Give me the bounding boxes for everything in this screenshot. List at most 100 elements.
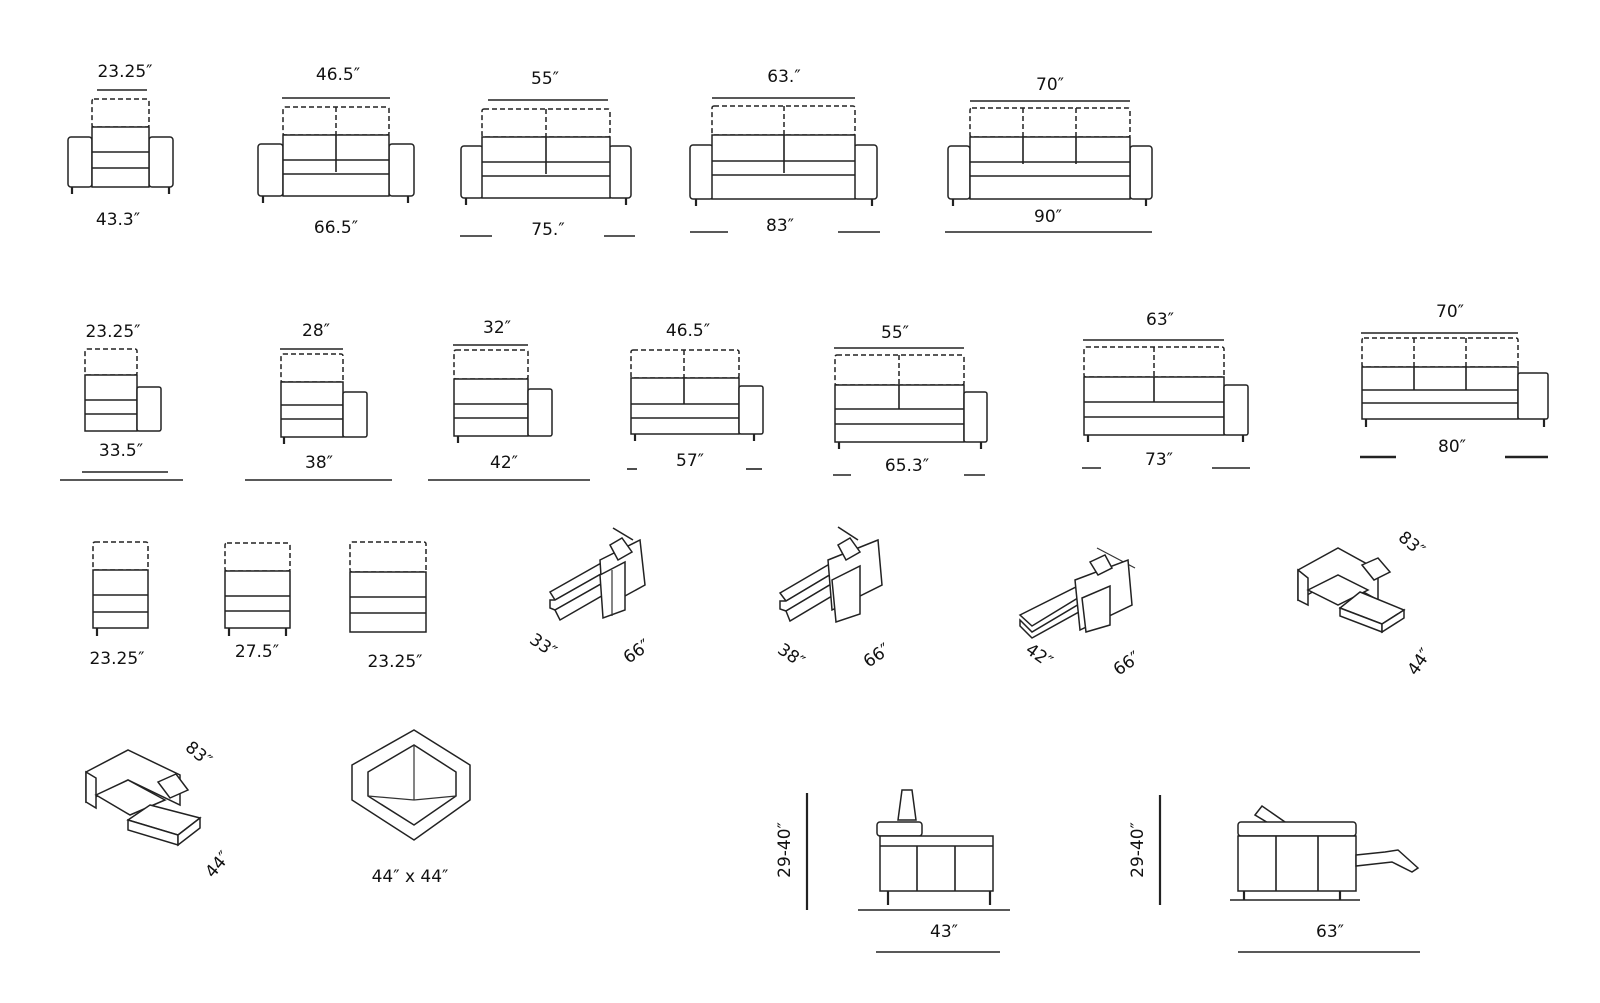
armrest <box>1081 584 1111 633</box>
dimension-label: 32″ <box>483 318 511 338</box>
seat-body <box>1361 366 1519 420</box>
headrest <box>280 353 344 383</box>
dimension-label: 66″ <box>1110 648 1144 680</box>
seat-body <box>84 374 138 432</box>
headrest <box>453 349 529 380</box>
headrest <box>630 349 740 379</box>
sofa-63-module: 63.″ 83″ <box>689 67 880 236</box>
dimension-label: 43.3″ <box>96 210 140 230</box>
chaise-module-38: 38″ 66″ <box>774 526 894 672</box>
headrest <box>1360 557 1392 581</box>
dimension-label: 66.5″ <box>314 218 358 238</box>
dimension-label: 44″ <box>202 848 235 882</box>
seat-body <box>630 377 740 435</box>
side-view-recliner: 29-40″ 43″ <box>775 789 1010 953</box>
arm-module-33: 23.25″ 33.5″ <box>60 322 183 481</box>
headrest <box>156 773 190 799</box>
armrest <box>527 388 553 437</box>
armrest <box>1297 568 1309 607</box>
dimension-label: 83″ <box>766 216 794 236</box>
corner-wedge-module: 44″ x 44″ <box>351 729 471 887</box>
dimension-label: 29-40″ <box>775 822 795 878</box>
dimension-label: 38″ <box>774 640 808 672</box>
armless-module-27: 27.5″ <box>224 542 291 662</box>
dimension-label: 33.5″ <box>99 441 143 461</box>
dimension-label: 28″ <box>302 321 330 341</box>
sofa-55-module: 55″ 75.″ <box>460 69 635 240</box>
dimension-label: 63.″ <box>767 67 800 87</box>
armrest <box>136 386 162 432</box>
chair-module: 23.25″ 43.3″ <box>67 62 174 230</box>
seat-body <box>92 569 149 629</box>
dimension-label: 80″ <box>1438 437 1466 457</box>
seat-body <box>879 835 994 892</box>
armrest <box>257 143 284 197</box>
chaise-module-33: 33″ 66″ <box>526 527 654 668</box>
back-cushion <box>876 821 923 837</box>
headrest <box>91 98 150 128</box>
armrest <box>460 145 484 199</box>
dimension-label: 57″ <box>676 451 704 471</box>
dimension-label: 23.25″ <box>97 62 152 82</box>
dimension-label: 29-40″ <box>1128 822 1148 878</box>
dimension-label: 46.5″ <box>316 65 360 85</box>
back-cushion <box>1237 821 1357 837</box>
armrest <box>67 136 93 188</box>
arm-module-65: 55″ 65.3″ <box>833 323 988 476</box>
dimension-label: 55″ <box>881 323 909 343</box>
dimension-label: 90″ <box>1034 207 1062 227</box>
seat-body <box>349 571 427 633</box>
arm-module-73: 63″ 73″ <box>1082 310 1250 470</box>
armrest <box>1223 384 1249 436</box>
armrest <box>738 385 764 435</box>
dimension-label: 43″ <box>930 922 958 942</box>
armrest <box>1517 372 1549 420</box>
armrest <box>148 136 174 188</box>
headrest <box>224 542 291 572</box>
dimension-label: 70″ <box>1436 302 1464 322</box>
dimension-label: 42″ <box>490 453 518 473</box>
headrest <box>84 348 138 376</box>
armrest <box>689 144 714 200</box>
dimension-label: 73″ <box>1145 450 1173 470</box>
corner-chaise-module-2: 83″ 44″ <box>85 738 235 882</box>
armrest <box>963 391 988 443</box>
dimension-label: 55″ <box>531 69 559 89</box>
headrest <box>608 537 634 562</box>
loveseat-module: 46.5″ 66.5″ <box>257 65 415 238</box>
dimension-label: 66″ <box>860 640 894 672</box>
armrest <box>947 145 971 200</box>
headrest <box>836 537 862 562</box>
headrest <box>1088 554 1114 576</box>
seat-body <box>280 381 344 438</box>
chaise-module-42: 42″ 66″ <box>1018 547 1144 680</box>
armless-ottoman-module: 23.25″ <box>349 541 427 672</box>
footrest <box>1355 849 1420 873</box>
dimension-label: 23.25″ <box>85 322 140 342</box>
dimension-label: 33″ <box>526 630 560 662</box>
headrest <box>711 105 856 136</box>
side-view-recliner-extended: 29-40″ 63″ <box>1128 795 1420 953</box>
seat-body <box>969 136 1131 200</box>
dimension-label: 44″ <box>1404 645 1436 679</box>
arm-module-38: 28″ 38″ <box>245 321 392 481</box>
seat-body <box>453 378 529 437</box>
seat-body <box>1237 835 1357 892</box>
arm-module-42: 32″ 42″ <box>428 318 590 481</box>
armrest <box>85 770 97 810</box>
dimension-label: 75.″ <box>531 220 564 240</box>
dimension-label: 63″ <box>1316 922 1344 942</box>
dimension-label: 23.25″ <box>367 652 422 672</box>
dimension-label: 70″ <box>1036 75 1064 95</box>
armrest <box>853 144 878 200</box>
dimension-label: 27.5″ <box>235 642 279 662</box>
dimension-label: 42″ <box>1022 640 1056 672</box>
dimension-label: 83″ <box>1394 528 1428 561</box>
dimension-label: 63″ <box>1146 310 1174 330</box>
seat-body <box>224 570 291 629</box>
armrest <box>388 143 415 197</box>
headrest <box>1361 337 1519 368</box>
sofa-70-module: 70″ 90″ <box>945 75 1153 233</box>
headrest <box>481 108 611 138</box>
